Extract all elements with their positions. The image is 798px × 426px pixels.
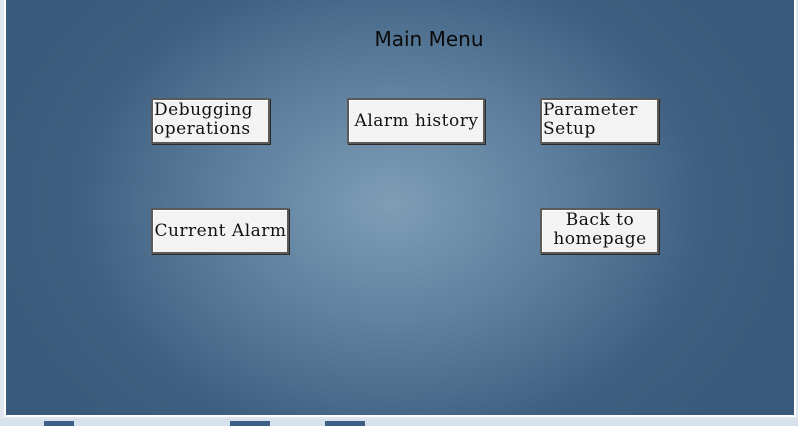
parameter-setup-line2: Setup [543,119,596,139]
debugging-operations-line2: operations [154,119,251,139]
taskbar [0,419,798,426]
current-alarm-button[interactable]: Current Alarm [151,208,289,254]
current-alarm-label: Current Alarm [154,221,287,241]
page-title: Main Menu [374,27,484,51]
back-to-homepage-line2: homepage [553,229,647,249]
debugging-operations-button[interactable]: Debugging operations [151,98,270,144]
parameter-setup-line1: Parameter [543,100,638,120]
taskbar-item[interactable] [44,421,74,426]
back-to-homepage-line1: Back to [565,210,635,230]
alarm-history-button[interactable]: Alarm history [347,98,485,144]
main-menu-panel: Main Menu Debugging operations Alarm his… [4,0,796,417]
debugging-operations-line1: Debugging [154,100,254,120]
taskbar-item[interactable] [230,421,270,426]
parameter-setup-button[interactable]: Parameter Setup [540,98,659,144]
alarm-history-label: Alarm history [354,111,479,131]
taskbar-item[interactable] [325,421,365,426]
back-to-homepage-button[interactable]: Back to homepage [540,208,659,254]
